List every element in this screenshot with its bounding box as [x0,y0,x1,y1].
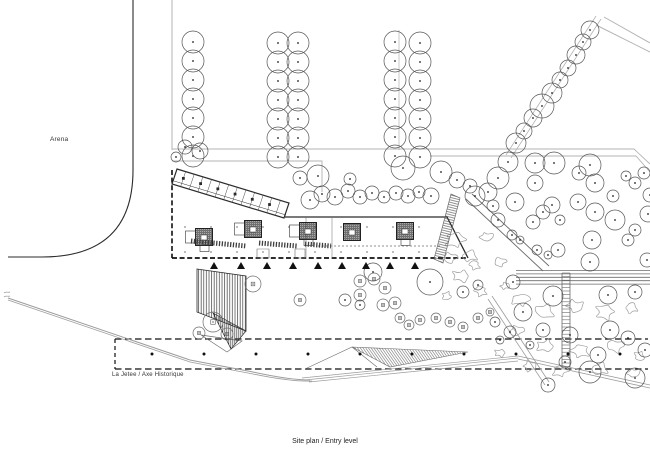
arena-label: Arena [50,136,69,143]
vegetation-scribble-layer [441,231,645,378]
entry-markers [210,262,419,269]
scattered-trees [170,20,650,393]
lines-layer [3,0,650,389]
boardwalk [516,270,650,285]
tree-rows [181,30,432,169]
hatched-structures [196,193,469,368]
promenade-dots [150,352,622,356]
building-wing-rooms [180,171,281,216]
column-grid-dots [184,226,420,253]
drawing-caption: Site plan / Entry level [292,438,358,445]
entrance-canopies [190,238,332,249]
building-cores [185,220,414,252]
promenade-axis-label: La Jetee / Axe Historique [112,372,184,378]
planted-trees [192,272,495,341]
